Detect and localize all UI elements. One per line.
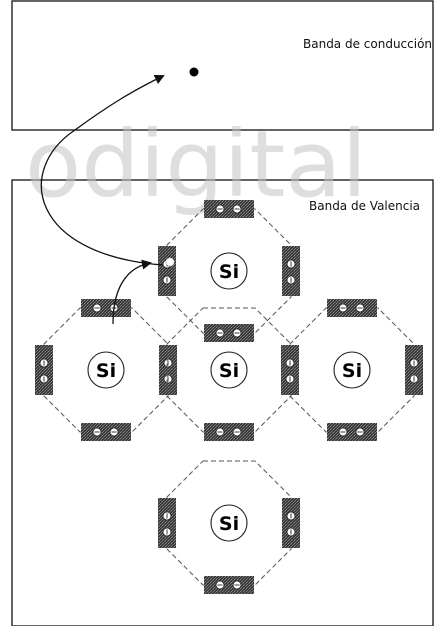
bond-pair-right bbox=[159, 345, 177, 395]
bond-pair-right bbox=[282, 246, 300, 296]
bond-pair-top bbox=[327, 299, 377, 317]
bond-pair-left bbox=[35, 345, 53, 395]
silicon-atom-label: Si bbox=[219, 513, 239, 535]
bond-pair-left bbox=[281, 345, 299, 395]
bond-pair-bottom bbox=[204, 324, 254, 342]
bond-pair-bottom bbox=[81, 423, 131, 441]
silicon-atom-label: Si bbox=[219, 360, 239, 382]
bond-pair-right bbox=[282, 498, 300, 548]
bond-pair-bottom bbox=[204, 576, 254, 594]
bond-pair-top bbox=[81, 299, 131, 317]
bond-pair-bottom bbox=[327, 423, 377, 441]
watermark-text: odigital bbox=[25, 111, 367, 218]
free-electron bbox=[190, 68, 199, 77]
silicon-atom-label: Si bbox=[96, 360, 116, 382]
bond-pair-right bbox=[405, 345, 423, 395]
silicon-atom-label: Si bbox=[219, 261, 239, 283]
hole-marker bbox=[166, 258, 174, 266]
bond-pair-left bbox=[158, 246, 176, 296]
conduction-band-label: Banda de conducción bbox=[303, 37, 432, 51]
bond-pair-left bbox=[158, 498, 176, 548]
silicon-atom-label: Si bbox=[342, 360, 362, 382]
bond-pair-top bbox=[204, 200, 254, 218]
valence-band-box bbox=[12, 180, 433, 626]
bond-pair-bottom bbox=[204, 423, 254, 441]
